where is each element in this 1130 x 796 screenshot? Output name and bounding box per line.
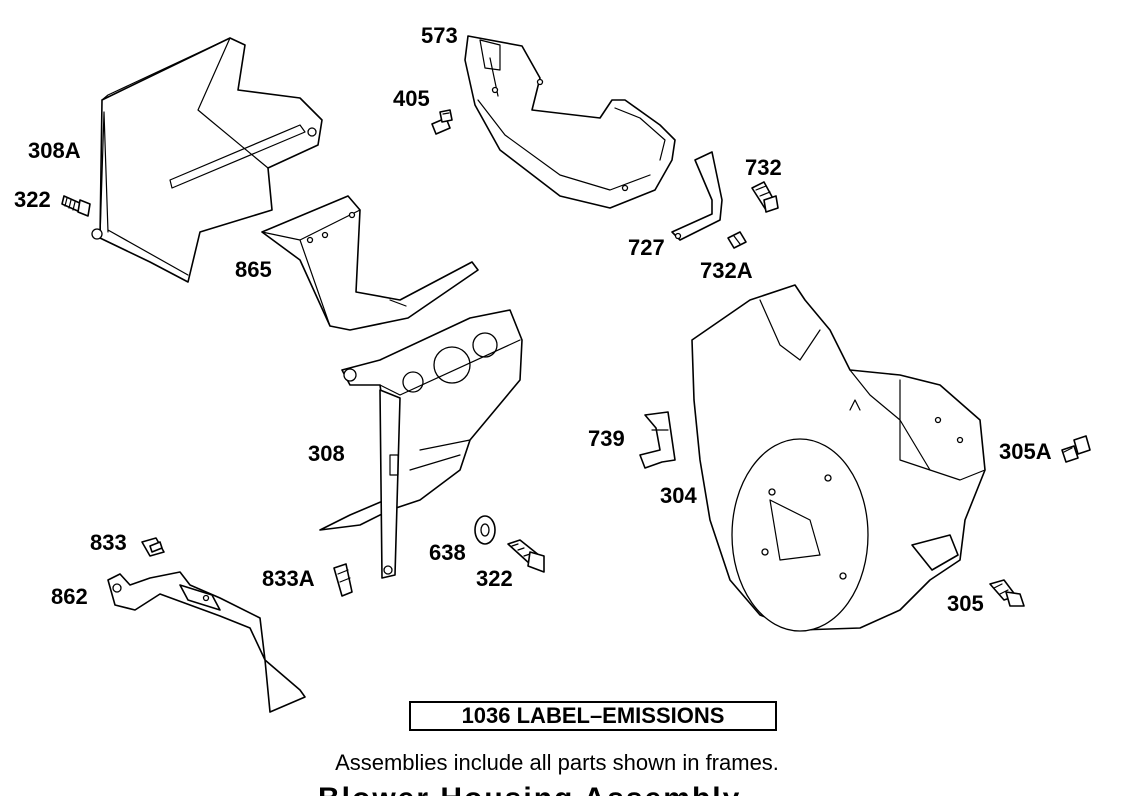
callout-308A: 308A bbox=[28, 138, 81, 163]
washer-638 bbox=[474, 515, 496, 545]
part-739-clip bbox=[639, 411, 676, 469]
emissions-label-frame: 1036 LABEL–EMISSIONS bbox=[409, 701, 777, 731]
part-308A-air-guide bbox=[91, 37, 323, 283]
callout-305: 305 bbox=[947, 591, 984, 616]
callout-308: 308 bbox=[308, 441, 345, 466]
nut-732A bbox=[727, 231, 747, 249]
callout-865: 865 bbox=[235, 257, 272, 282]
callout-732: 732 bbox=[745, 155, 782, 180]
callout-727: 727 bbox=[628, 235, 665, 260]
callout-732A: 732A bbox=[700, 258, 753, 283]
cut-off-title-text: Blower Housing Assembly bbox=[318, 784, 818, 796]
bolt-305A bbox=[1061, 435, 1091, 463]
callout-405: 405 bbox=[393, 86, 430, 111]
part-304-blower-housing bbox=[691, 284, 986, 632]
callout-638: 638 bbox=[429, 540, 466, 565]
callout-304: 304 bbox=[660, 483, 697, 508]
bolt-305 bbox=[989, 579, 1025, 607]
callout-322-center: 322 bbox=[476, 566, 513, 591]
callout-833: 833 bbox=[90, 530, 127, 555]
part-727-strap bbox=[671, 151, 723, 241]
callout-322-left: 322 bbox=[14, 187, 51, 212]
screw-405 bbox=[431, 109, 453, 135]
bolt-322-left bbox=[61, 195, 91, 217]
callout-573: 573 bbox=[421, 23, 458, 48]
cut-off-title: Blower Housing Assembly bbox=[318, 784, 818, 796]
callout-305A: 305A bbox=[999, 439, 1052, 464]
callout-862: 862 bbox=[51, 584, 88, 609]
screw-833 bbox=[141, 537, 165, 557]
screw-732 bbox=[751, 181, 779, 213]
callout-739: 739 bbox=[588, 426, 625, 451]
screw-833A bbox=[333, 563, 353, 597]
part-865-baffle bbox=[261, 195, 479, 331]
part-308-air-guide bbox=[319, 309, 523, 579]
assemblies-footnote: Assemblies include all parts shown in fr… bbox=[335, 750, 779, 775]
bolt-322-center bbox=[507, 539, 545, 573]
part-573-back-plate bbox=[464, 35, 676, 209]
callout-833A: 833A bbox=[262, 566, 315, 591]
part-862-bracket bbox=[107, 571, 306, 713]
